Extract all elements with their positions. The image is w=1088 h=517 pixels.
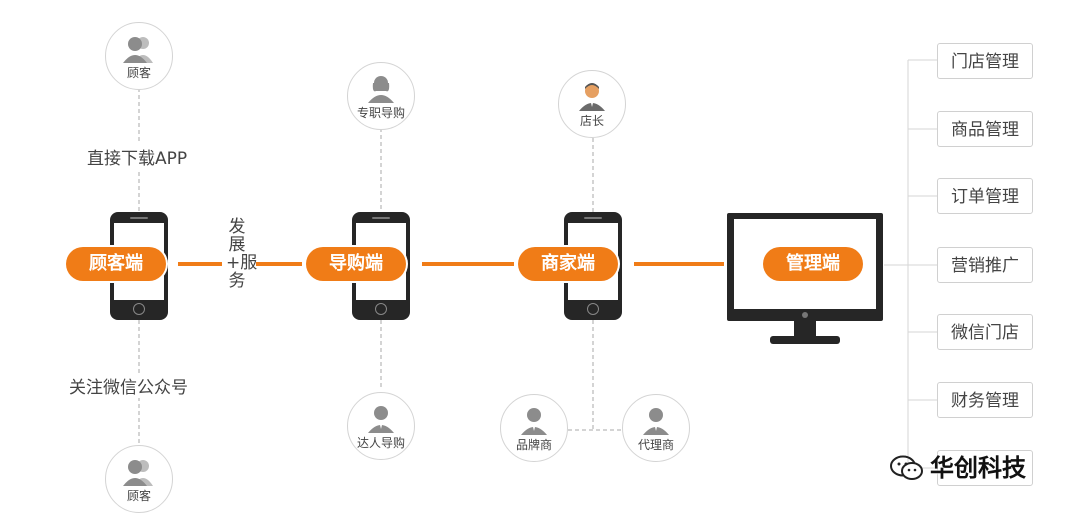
module-marketing: 营销推广 <box>937 247 1033 283</box>
avatar-agent: 代理商 <box>622 394 690 462</box>
label-download-app: 直接下载APP <box>84 144 191 169</box>
module-order-management: 订单管理 <box>937 178 1033 214</box>
label-develop-service: 发展+服务 <box>226 217 258 291</box>
customer-icon <box>123 37 153 63</box>
avatar-label: 达人导购 <box>356 436 405 450</box>
avatar-customer-top: 顾客 <box>105 22 173 90</box>
avatar-label: 店长 <box>579 114 604 128</box>
monitor-stand <box>794 321 816 337</box>
avatar-customer-bottom: 顾客 <box>105 445 173 513</box>
avatar-expert-guide: 达人导购 <box>347 392 415 460</box>
module-partial-hidden <box>937 450 1033 486</box>
avatar-label: 专职导购 <box>356 106 405 120</box>
manager-icon <box>579 83 605 111</box>
node-guide: 导购端 <box>306 247 406 281</box>
avatar-label: 顾客 <box>126 66 151 80</box>
watermark-text: 华创科技 <box>930 454 1026 482</box>
avatar-label: 顾客 <box>126 489 151 503</box>
avatar-dedicated-guide: 专职导购 <box>347 62 415 130</box>
suited-person-icon <box>643 408 669 435</box>
avatar-store-manager: 店长 <box>558 70 626 138</box>
module-store-management: 门店管理 <box>937 43 1033 79</box>
avatar-brand: 品牌商 <box>500 394 568 462</box>
node-customer: 顾客端 <box>66 247 166 281</box>
customer-icon <box>123 460 153 486</box>
monitor-base <box>770 336 840 344</box>
suited-person-icon <box>521 408 547 435</box>
female-guide-icon <box>368 76 394 103</box>
module-wechat-store: 微信门店 <box>937 314 1033 350</box>
node-merchant: 商家端 <box>518 247 618 281</box>
watermark: 华创科技 <box>890 450 1026 484</box>
avatar-label: 品牌商 <box>515 438 552 452</box>
module-product-management: 商品管理 <box>937 111 1033 147</box>
node-admin: 管理端 <box>763 247 863 281</box>
suited-person-icon <box>368 406 394 433</box>
label-follow-wechat: 关注微信公众号 <box>66 373 191 398</box>
avatar-label: 代理商 <box>637 438 674 452</box>
monitor-icon <box>727 213 883 321</box>
module-finance-management: 财务管理 <box>937 382 1033 418</box>
wechat-icon <box>890 455 923 480</box>
